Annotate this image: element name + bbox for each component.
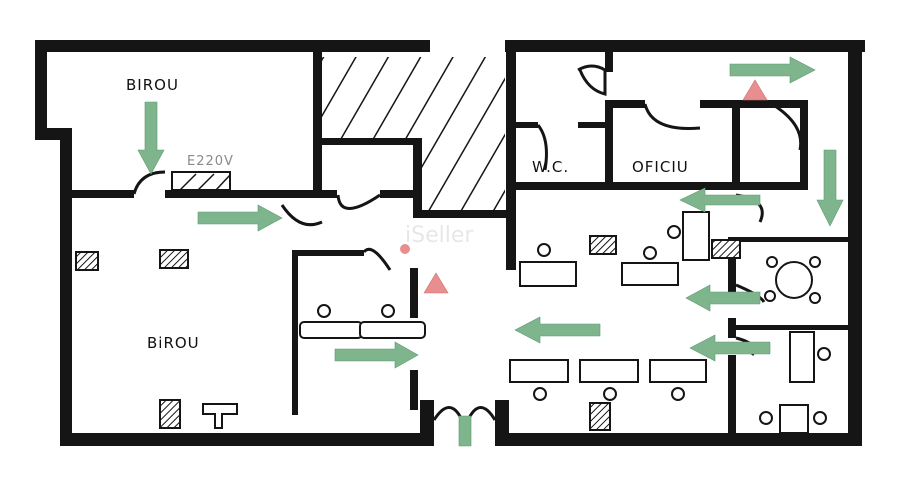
furniture (171, 171, 831, 434)
electrical-panel (171, 171, 231, 191)
outer-walls (35, 40, 865, 446)
room-label-birou-bottom: BiROU (147, 334, 200, 352)
hatched-column-icon (75, 251, 99, 271)
evacuation-arrows (137, 56, 844, 447)
room-label-oficiu: OFICIU (632, 158, 689, 176)
hatched-column-icon (589, 402, 611, 431)
warning-triangles (400, 79, 768, 294)
room-label-wc: W.C. (532, 158, 569, 176)
evacuation-arrow-icon (334, 341, 419, 369)
hatched-column-icon (159, 249, 189, 269)
warning-dot (400, 244, 410, 254)
evacuation-arrow-icon (197, 204, 283, 232)
evacuation-arrow-icon (458, 415, 472, 447)
evacuation-arrow-icon (679, 187, 761, 213)
room-label-birou-top: BIROU (126, 76, 179, 94)
room-label-electrical: E220V (187, 154, 234, 169)
stairwell-hatch (320, 57, 505, 210)
fire-extinguisher-triangle-icon (742, 79, 768, 101)
hatched-column-icon (711, 239, 741, 259)
watermark: iSeller (405, 223, 474, 248)
hatched-column-icon (159, 399, 181, 429)
hatched-column-icon (589, 235, 617, 255)
hatched-columns (75, 235, 741, 431)
evacuation-arrow-icon (816, 149, 844, 227)
interior-walls (72, 40, 848, 433)
evacuation-arrow-icon (137, 101, 165, 175)
evacuation-arrow-icon (685, 284, 761, 312)
fire-extinguisher-triangle-icon (423, 272, 449, 294)
evacuation-arrow-icon (729, 56, 816, 84)
evacuation-arrow-icon (689, 334, 771, 362)
evacuation-arrow-icon (514, 316, 601, 344)
